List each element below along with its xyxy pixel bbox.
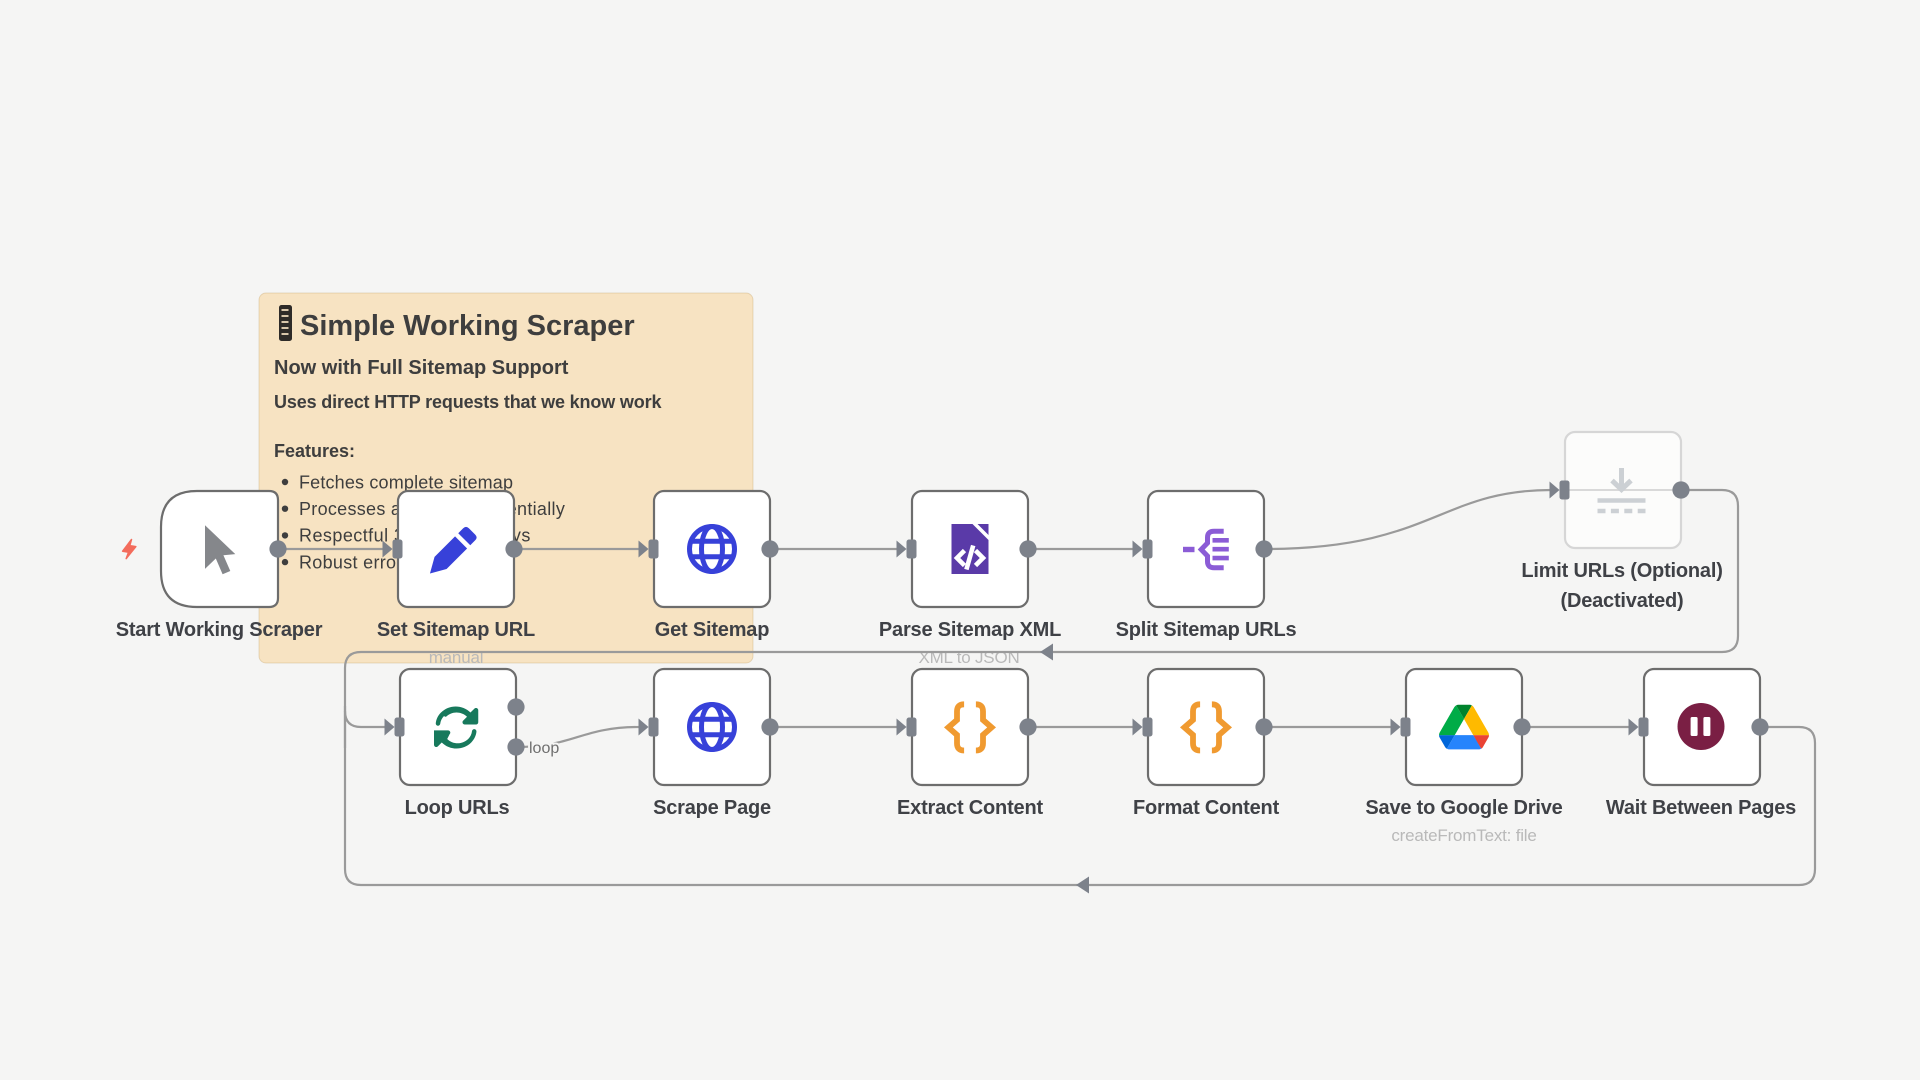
svg-text:Now with Full Sitemap Support: Now with Full Sitemap Support [274, 357, 569, 379]
svg-text:Set Sitemap URL: Set Sitemap URL [377, 619, 535, 641]
svg-text:XML to JSON: XML to JSON [918, 648, 1019, 667]
svg-text:Limit URLs (Optional): Limit URLs (Optional) [1521, 560, 1722, 582]
svg-text:Get Sitemap: Get Sitemap [655, 619, 770, 641]
svg-text:Features:: Features: [274, 441, 355, 461]
svg-text:Loop URLs: Loop URLs [405, 797, 510, 819]
svg-text:Save to Google Drive: Save to Google Drive [1365, 797, 1562, 819]
svg-text:Wait Between Pages: Wait Between Pages [1606, 797, 1796, 819]
svg-text:(Deactivated): (Deactivated) [1561, 590, 1684, 612]
svg-text:Parse Sitemap XML: Parse Sitemap XML [879, 619, 1061, 641]
svg-text:Start Working Scraper: Start Working Scraper [116, 619, 323, 641]
svg-text:loop: loop [529, 740, 559, 757]
svg-text:Simple Working Scraper: Simple Working Scraper [300, 310, 635, 342]
svg-text:Uses direct HTTP requests that: Uses direct HTTP requests that we know w… [274, 392, 662, 412]
svg-text:Fetches complete sitemap: Fetches complete sitemap [299, 472, 513, 492]
svg-text:Split Sitemap URLs: Split Sitemap URLs [1116, 619, 1297, 641]
svg-text:Scrape Page: Scrape Page [653, 797, 771, 819]
svg-text:Format Content: Format Content [1133, 797, 1280, 819]
svg-text:Extract Content: Extract Content [897, 797, 1043, 819]
svg-text:manual: manual [429, 648, 484, 667]
svg-text:createFromText: file: createFromText: file [1391, 826, 1536, 845]
